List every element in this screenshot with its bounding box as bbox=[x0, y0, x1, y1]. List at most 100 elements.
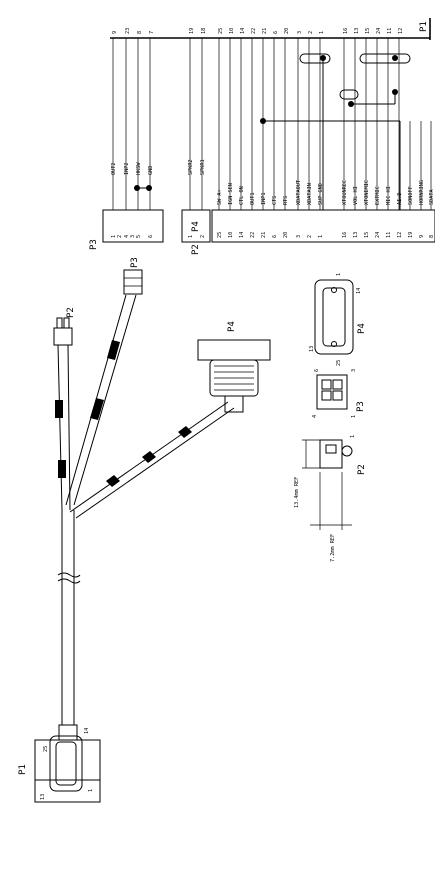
p2-width-dim: 7.2mm REF bbox=[330, 534, 336, 562]
p2-pin-number: 1 bbox=[188, 235, 194, 238]
p3-face-pin-6: 6 bbox=[314, 369, 320, 372]
p1-pin-number: 16 bbox=[343, 28, 349, 34]
p3-branch-marker bbox=[90, 398, 104, 420]
p4-pin-number: 1 bbox=[318, 235, 324, 238]
signal-label: SPKR2 bbox=[188, 159, 194, 175]
signal-label: SPKR1 bbox=[200, 159, 206, 175]
p1-pin-number: 2 bbox=[308, 31, 314, 34]
p2-face-cavity bbox=[325, 444, 337, 454]
p4-pin-number: 20 bbox=[283, 232, 289, 238]
p1-schematic-label: P1 bbox=[419, 21, 429, 32]
p3-face-label: P3 bbox=[356, 401, 366, 412]
p4-face-label: P4 bbox=[357, 323, 367, 334]
p3-pin-number: 5 bbox=[136, 235, 142, 238]
signal-label: RTS bbox=[283, 196, 289, 205]
signal-label: MIC HI bbox=[386, 186, 392, 205]
p3-connector-box bbox=[102, 209, 164, 243]
p1-face-outline bbox=[49, 735, 83, 792]
p4-face-pin-1: 1 bbox=[336, 273, 342, 276]
p3-face-view: 6 3 4 1 P3 bbox=[312, 369, 366, 418]
p1-pin-number: 19 bbox=[189, 28, 195, 34]
p1-pin-number: 15 bbox=[365, 28, 371, 34]
schematic-wires bbox=[112, 38, 432, 210]
p3-face-outline bbox=[316, 374, 348, 410]
p1-pin-number: 23 bbox=[125, 28, 131, 34]
signal-label: XTONEMIC bbox=[364, 180, 370, 205]
p3-face-pin-1: 1 bbox=[351, 415, 357, 418]
p3-face-cavity bbox=[321, 379, 332, 390]
cable-assembly: P1 P2 P3 P4 bbox=[18, 257, 271, 803]
p1-face-insert bbox=[55, 741, 77, 786]
signal-label: GND bbox=[148, 166, 154, 175]
p3-cable-label: P3 bbox=[130, 257, 140, 268]
p2-plug bbox=[53, 327, 73, 346]
p1-pin-number: 24 bbox=[376, 28, 382, 34]
signal-label: OUT1 bbox=[250, 193, 256, 206]
p4-branch-marker bbox=[142, 451, 156, 463]
p3-face-pin-4: 4 bbox=[312, 415, 318, 418]
p3-branch-marker bbox=[107, 340, 120, 360]
p2-pin-number: 2 bbox=[200, 235, 206, 238]
p3-schematic-label: P3 bbox=[89, 239, 99, 250]
signal-label: CTL ON bbox=[239, 186, 245, 205]
p4-pin-number: 13 bbox=[353, 232, 359, 238]
p1-pin-number: 8 bbox=[137, 31, 143, 34]
p1-pin-number: 1 bbox=[319, 31, 325, 34]
p4-pin-number: 10 bbox=[228, 232, 234, 238]
signal-label: SDATA bbox=[429, 189, 435, 205]
p1-pin-number: 13 bbox=[354, 28, 360, 34]
signal-label: OUT2 bbox=[111, 163, 117, 176]
signal-label: HKSW bbox=[136, 162, 142, 175]
p2-branch-edge bbox=[57, 344, 63, 511]
p1-connector-body bbox=[34, 739, 101, 803]
p4-pin-number: 22 bbox=[250, 232, 256, 238]
shield-oval bbox=[339, 89, 359, 100]
p1-pin-number: 9 bbox=[112, 31, 118, 34]
p1-pin-number: 21 bbox=[262, 28, 268, 34]
p4-face-pin-14: 14 bbox=[356, 288, 362, 294]
p4-pin-number: 8 bbox=[429, 235, 435, 238]
p4-pin-number: 16 bbox=[342, 232, 348, 238]
p2-face-view: 1 13.4mm REF 7.2mm REF P2 bbox=[294, 435, 367, 562]
p1-pin-number: 25 bbox=[218, 28, 224, 34]
p4-face-outline bbox=[314, 279, 354, 355]
p4-pin-number: 24 bbox=[375, 232, 381, 238]
cable-break-mark bbox=[57, 578, 81, 584]
p4-pin-number: 11 bbox=[386, 232, 392, 238]
signal-label: XDATAIN bbox=[307, 183, 313, 205]
p4-pin-number: 25 bbox=[217, 232, 223, 238]
p1-face-view: 25 14 13 1 bbox=[40, 728, 94, 800]
p4-branch-marker bbox=[106, 475, 120, 487]
p3-branch-edge bbox=[73, 294, 137, 506]
signal-label: CTS bbox=[272, 196, 278, 205]
p4-pin-number: 21 bbox=[261, 232, 267, 238]
p1-pin-number: 6 bbox=[273, 31, 279, 34]
p1-cable-label: P1 bbox=[18, 764, 28, 775]
shield-oval bbox=[299, 53, 331, 64]
p3-pin-number: 4 bbox=[124, 235, 130, 238]
p4-face-insert bbox=[322, 287, 346, 347]
p2-connector-box bbox=[181, 209, 211, 243]
p2-height-dim: 13.4mm REF bbox=[294, 477, 300, 508]
p4-connector-shell bbox=[197, 339, 271, 361]
p3-pin-number: 6 bbox=[148, 235, 154, 238]
p3-face-cavity bbox=[321, 390, 332, 401]
p4-pin-number: 19 bbox=[408, 232, 414, 238]
p1-pin-number: 20 bbox=[284, 28, 290, 34]
p3-face-cavity bbox=[332, 390, 343, 401]
p4-pin-number: 14 bbox=[239, 232, 245, 238]
signal-label: INP2 bbox=[124, 163, 130, 176]
signal-label: EXTMIC bbox=[375, 186, 381, 205]
p3-pin-number: 1 bbox=[111, 235, 117, 238]
p1-pin-number: 3 bbox=[297, 31, 303, 34]
p1-face-pin-1: 1 bbox=[88, 789, 94, 792]
signal-label: INP1 bbox=[261, 193, 267, 206]
p2-branch-marker bbox=[58, 460, 66, 478]
p2-face-key bbox=[341, 445, 353, 457]
